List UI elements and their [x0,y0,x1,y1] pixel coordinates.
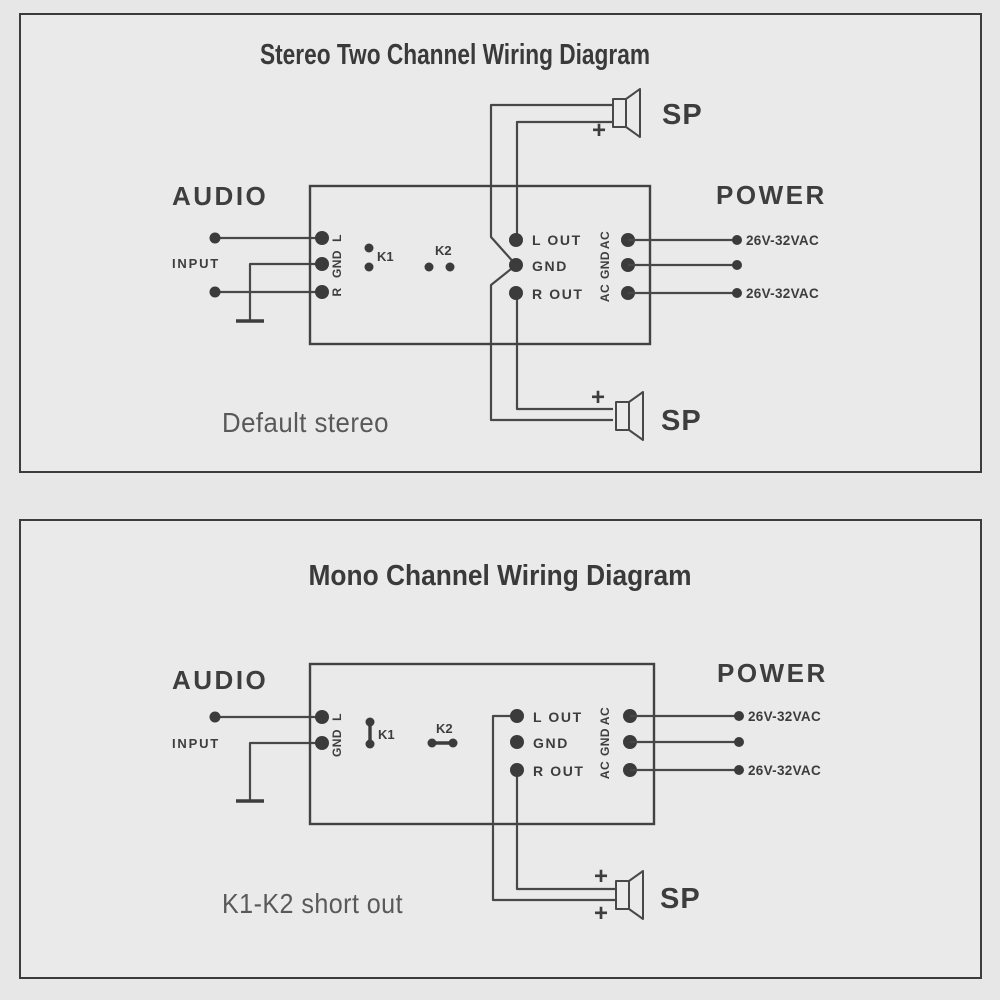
k2-label: K2 [436,721,453,736]
stereo-panel-title: Stereo Two Channel Wiring Diagram [260,39,650,71]
speaker-top-icon [612,88,641,138]
input-gnd-wire [248,262,322,321]
k1-label: K1 [378,727,395,742]
speaker-top-label: SP [662,99,703,131]
terminal-l-label: L [330,234,344,242]
speaker-cone [625,88,641,138]
polarity-plus: + [594,900,608,927]
terminal-l-label: L [330,713,344,721]
power-end-dot [734,765,744,775]
terminal-l [315,710,329,724]
power-rating-top: 26V-32VAC [748,709,821,724]
k1-pad [365,739,375,749]
terminal-out-gnd [510,735,524,749]
input-l-dot [209,711,221,723]
ac-gnd-label: GND [598,728,612,756]
power-section-label: POWER [716,180,827,210]
r-out-speaker-wire [515,770,616,891]
audio-section-label: AUDIO [172,181,268,211]
speaker-cone [628,391,644,441]
power-end-dot [734,737,744,747]
terminal-r [315,285,329,299]
power-end-dot [732,260,742,270]
power-rating-top: 26V-32VAC [746,233,819,248]
terminal-gnd-label: GND [330,729,344,757]
terminal-l-out [510,709,524,723]
polarity-plus: + [592,117,606,144]
speaker-cone [628,870,644,920]
l-out-label: L OUT [533,709,583,725]
input-l-dot [209,232,221,244]
terminal-r-out [509,286,523,300]
r-out-label: R OUT [533,763,585,779]
terminal-gnd-label: GND [330,250,344,278]
terminal-r-label: R [330,287,344,296]
l-out-label: L OUT [532,232,582,248]
terminal-out-gnd [509,258,523,272]
speaker-bottom-icon [615,391,644,441]
ac-bottom-label: AC [598,284,612,302]
stereo-panel-border [19,13,982,473]
ac-top-label: AC [598,231,612,249]
mono-caption: K1-K2 short out [222,888,403,919]
terminal-l-out [509,233,523,247]
power-end-dot [732,235,742,245]
speaker-bottom-label: SP [661,405,702,437]
power-rating-bottom: 26V-32VAC [746,286,819,301]
ac-bottom-label: AC [598,761,612,779]
power-section-label: POWER [717,658,828,688]
k1-pad [364,262,374,272]
k1-pad [364,243,374,253]
ac-gnd-label: GND [598,251,612,279]
k1-label: K1 [377,249,394,264]
input-gnd-wire [248,741,322,801]
terminal-gnd [315,736,329,750]
mono-wiring-panel: Mono Channel Wiring Diagram AUDIO POWER … [19,519,982,979]
speaker-label: SP [660,883,701,915]
mono-panel-border [19,519,982,979]
stereo-wiring-panel: Stereo Two Channel Wiring Diagram + SP +… [19,13,982,473]
terminal-r-out [510,763,524,777]
out-gnd-label: GND [532,258,568,274]
stereo-caption: Default stereo [222,407,389,438]
k2-label: K2 [435,243,452,258]
k2-pad [427,738,437,748]
audio-section-label: AUDIO [172,665,268,695]
k2-pad [424,262,434,272]
k2-pad [445,262,455,272]
terminal-gnd [315,257,329,271]
speaker-icon [615,870,644,920]
terminal-l [315,231,329,245]
out-gnd-label: GND [533,735,569,751]
input-label: INPUT [172,256,220,271]
polarity-plus: + [594,863,608,890]
power-end-dot [732,288,742,298]
k2-pad [448,738,458,748]
mono-panel-title: Mono Channel Wiring Diagram [309,560,692,592]
r-out-label: R OUT [532,286,584,302]
amplifier-board [308,662,656,826]
l-out-speaker-wire [491,714,616,902]
input-r-dot [209,286,221,298]
power-end-dot [734,711,744,721]
polarity-plus: + [591,384,605,411]
ac-top-label: AC [598,707,612,725]
k1-pad [365,717,375,727]
input-label: INPUT [172,736,220,751]
power-rating-bottom: 26V-32VAC [748,763,821,778]
